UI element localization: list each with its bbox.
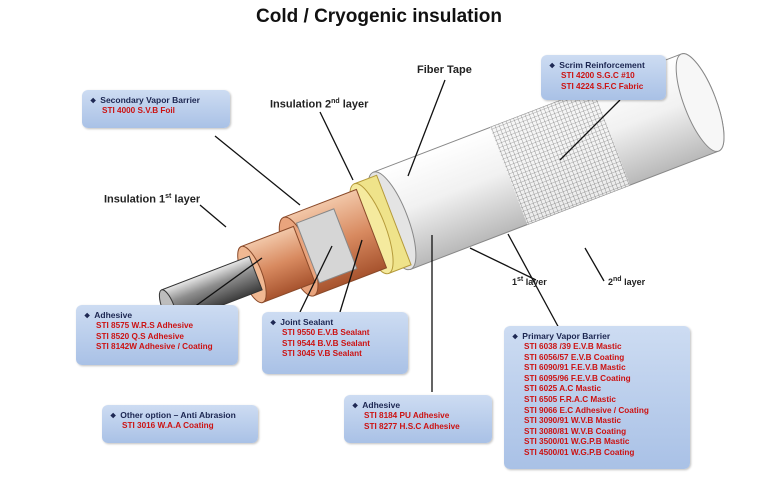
box-heading: Other option – Anti Abrasion — [110, 410, 250, 420]
box-heading: Adhesive — [352, 400, 484, 410]
box-adhesive-bottom: Adhesive STI 8184 PU Adhesive STI 8277 H… — [344, 395, 492, 443]
box-heading: Secondary Vapor Barrier — [90, 95, 222, 105]
label-1st-layer: 1st layer — [512, 276, 547, 287]
leader-insulation-1st — [199, 204, 227, 228]
product-item: STI 3016 W.A.A Coating — [122, 421, 214, 430]
product-item: STI 3090/91 W.V.B Mastic — [524, 416, 622, 426]
product-item: STI 9550 E.V.B Sealant — [282, 328, 370, 337]
product-item: STI 3500/01 W.G.P.B Mastic — [524, 437, 630, 447]
box-other-option: Other option – Anti Abrasion STI 3016 W.… — [102, 405, 258, 443]
leader-1st-layer — [469, 247, 537, 281]
box-joint-sealant: Joint Sealant STI 9550 E.V.B Sealant STI… — [262, 312, 408, 374]
product-item: STI 9544 B.V.B Sealant — [282, 338, 370, 348]
label-fiber-tape: Fiber Tape — [417, 64, 472, 76]
product-item: STI 6505 F.R.A.C Mastic — [524, 394, 616, 404]
box-heading: Scrim Reinforcement — [549, 60, 658, 70]
scrim-mesh — [490, 87, 631, 225]
box-adhesive-left: Adhesive STI 8575 W.R.S Adhesive STI 852… — [76, 305, 238, 365]
leader-2nd-layer — [584, 247, 605, 282]
product-item: STI 9066 E.C Adhesive / Coating — [524, 405, 649, 415]
product-item: STI 6095/96 F.E.V.B Coating — [524, 373, 631, 383]
secondary-foil — [295, 208, 358, 284]
leader-svb — [214, 135, 301, 206]
leader-pvb — [507, 233, 561, 331]
product-item: STI 8142W Adhesive / Coating — [96, 342, 213, 352]
leader-insulation-2nd — [319, 111, 354, 181]
leader-fiber-tape — [407, 79, 446, 177]
product-item: STI 8520 Q.S Adhesive — [96, 331, 184, 341]
label-insulation-2nd: Insulation 2nd layer — [270, 98, 369, 111]
product-item: STI 6056/57 E.V.B Coating — [524, 352, 625, 362]
leader-joint-2 — [339, 239, 363, 313]
product-item: STI 4500/01 W.G.P.B Coating — [524, 447, 635, 457]
diagram-title: Cold / Cryogenic insulation — [256, 6, 502, 27]
leader-adhesive-left — [189, 257, 263, 311]
product-item: STI 6090/91 F.E.V.B Mastic — [524, 363, 626, 373]
product-item: STI 8575 W.R.S Adhesive — [96, 321, 194, 330]
box-heading: Joint Sealant — [270, 317, 400, 327]
leader-scrim — [559, 99, 621, 161]
product-item: STI 3080/81 W.V.B Coating — [524, 426, 627, 436]
product-item: STI 3045 V.B Sealant — [282, 349, 362, 359]
box-scrim-reinforcement: Scrim Reinforcement STI 4200 S.G.C #10 S… — [541, 55, 666, 100]
product-item: STI 4200 S.G.C #10 — [561, 71, 635, 80]
box-heading: Primary Vapor Barrier — [512, 331, 682, 341]
product-item: STI 8277 H.S.C Adhesive — [364, 421, 460, 431]
product-item: STI 4000 S.V.B Foil — [102, 106, 175, 115]
label-2nd-layer: 2nd layer — [608, 276, 646, 287]
product-item: STI 6025 A.C Mastic — [524, 384, 602, 394]
box-secondary-vapor-barrier: Secondary Vapor Barrier STI 4000 S.V.B F… — [82, 90, 230, 128]
box-primary-vapor-barrier: Primary Vapor Barrier STI 6038 /39 E.V.B… — [504, 326, 690, 469]
label-insulation-1st: Insulation 1st layer — [104, 193, 201, 206]
product-item: STI 8184 PU Adhesive — [364, 411, 450, 420]
jacket-end — [675, 53, 725, 152]
product-item: STI 6038 /39 E.V.B Mastic — [524, 342, 622, 351]
leader-joint-1 — [299, 245, 333, 313]
product-item: STI 4224 S.F.C Fabric — [561, 81, 644, 91]
box-heading: Adhesive — [84, 310, 230, 320]
